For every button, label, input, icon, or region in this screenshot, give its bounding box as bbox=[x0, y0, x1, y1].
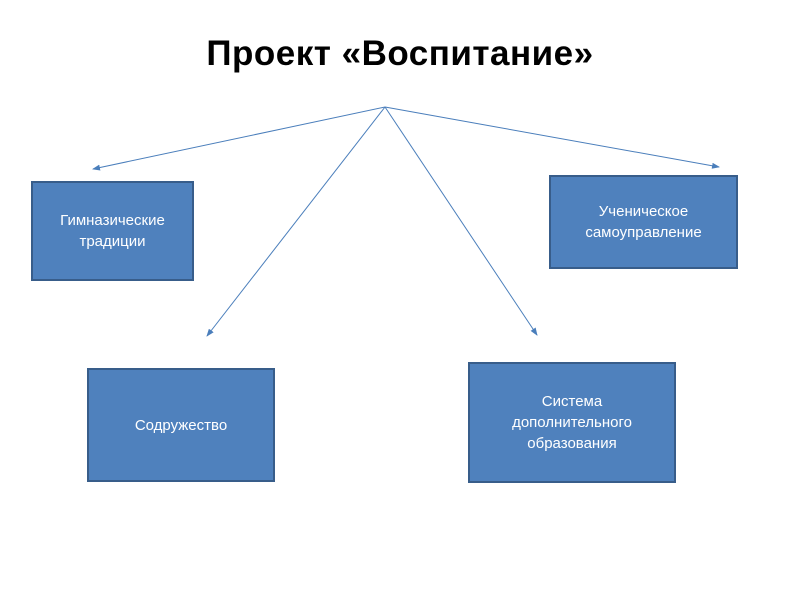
node-gymnasium-traditions: Гимназические традиции bbox=[31, 181, 194, 281]
node-student-self-government: Ученическое самоуправление bbox=[549, 175, 738, 269]
page-title: Проект «Воспитание» bbox=[206, 34, 594, 73]
connector-to-selfgov bbox=[384, 106, 720, 169]
connector-to-traditions bbox=[92, 106, 386, 171]
node-label: Гимназические традиции bbox=[60, 212, 165, 250]
connector-to-commonwealth bbox=[206, 106, 386, 337]
node-commonwealth: Содружество bbox=[87, 368, 275, 482]
node-label: Содружество bbox=[134, 416, 228, 434]
node-additional-education-system: Система дополнительного образования bbox=[468, 362, 676, 483]
connector-to-extra bbox=[384, 106, 538, 336]
node-label: Система дополнительного образования bbox=[512, 393, 632, 452]
node-label: Ученическое самоуправление bbox=[585, 203, 702, 241]
